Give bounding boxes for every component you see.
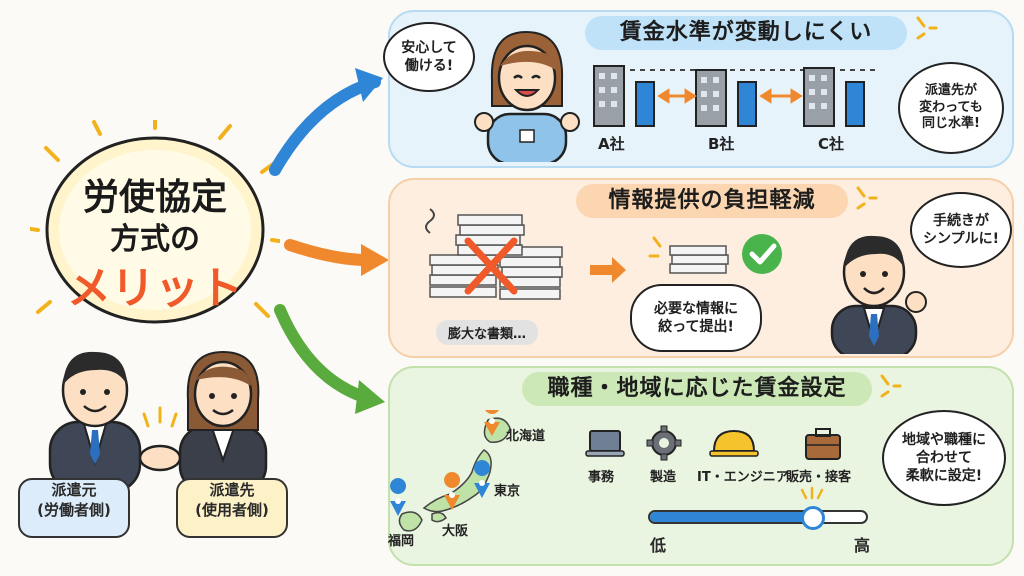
arrow-green-icon — [274, 304, 373, 404]
company-c-label: C社 — [818, 135, 845, 153]
panel2-bubble-center: 必要な情報に 絞って提出! — [630, 284, 762, 352]
party-left-label: 派遣元 (労働者側) — [18, 478, 130, 538]
region-hokkaido: 北海道 — [506, 429, 546, 444]
job-it-engineer: IT・エンジニア — [697, 470, 789, 485]
panel3-sparkle-icon — [880, 374, 902, 398]
panel3-bubble-right: 地域や職種に 合わせて 柔軟に設定! — [882, 410, 1006, 506]
arrow-green-head-icon — [355, 380, 385, 414]
region-tokyo: 東京 — [494, 484, 521, 499]
badge-background — [22, 114, 288, 324]
party-right-label: 派遣先 (使用者側) — [176, 478, 288, 538]
slider-spark-icon — [800, 486, 824, 500]
staff-woman-icon — [474, 30, 580, 162]
company-b-label: B社 — [708, 135, 735, 153]
handshake-illustration — [20, 330, 290, 494]
pin-tokyo-icon — [474, 460, 491, 498]
badge-line1: 労使協定 — [82, 177, 227, 218]
main-badge: 労使協定 方式の メリット — [22, 114, 288, 335]
businessman-icon — [830, 235, 927, 354]
job-icons — [585, 425, 841, 461]
double-arrow-icon — [657, 88, 803, 104]
briefcase-icon — [805, 428, 841, 460]
panel2-bubble-right: 手続きが シンプルに! — [910, 192, 1012, 268]
wage-slider — [648, 486, 868, 538]
gear-icon — [646, 425, 682, 461]
panel1-bubble-left: 安心して 働ける! — [383, 22, 475, 92]
helmet-icon — [709, 429, 759, 457]
panel1-bubble-right: 派遣先が 変わっても 同じ水準! — [898, 62, 1004, 154]
man-icon — [48, 351, 142, 494]
arrow-orange-head-icon — [361, 244, 389, 276]
scale-low-label: 低 — [650, 536, 667, 555]
panel2-title: 情報提供の負担軽減 — [576, 184, 848, 218]
badge-line2: 方式の — [110, 222, 200, 257]
pin-fukuoka-icon — [390, 478, 407, 516]
pin-osaka-icon — [444, 472, 461, 510]
building-c-icon — [803, 67, 865, 127]
region-osaka: 大阪 — [442, 524, 469, 539]
scale-high-label: 高 — [854, 536, 871, 555]
job-manufacturing: 製造 — [650, 470, 677, 485]
docs-label: 膨大な書類… — [436, 320, 539, 345]
arrow-blue-icon — [269, 76, 381, 176]
flow-arrows — [269, 68, 389, 414]
arrow-right-icon — [590, 257, 626, 283]
panel3-title: 職種・地域に応じた賃金設定 — [522, 372, 872, 406]
panel1-sparkle-icon — [916, 16, 938, 40]
panel1-title: 賃金水準が変動しにくい — [585, 16, 907, 50]
company-a-label: A社 — [598, 135, 625, 153]
woman-icon — [178, 350, 268, 494]
japan-map-icon — [390, 410, 511, 532]
company-buildings — [593, 65, 880, 127]
arrow-orange-icon — [284, 239, 373, 266]
arrow-blue-head-icon — [355, 68, 383, 102]
pin-hokkaido-icon — [484, 410, 500, 436]
badge-line3: メリット — [67, 263, 243, 314]
document-pile-icon — [425, 208, 563, 300]
panel2-sparkle-icon — [856, 186, 878, 210]
wage-slider-knob — [801, 506, 825, 530]
wage-slider-fill — [650, 512, 812, 522]
job-sales: 販売・接客 — [786, 470, 852, 485]
job-office: 事務 — [588, 470, 615, 485]
building-a-icon — [593, 65, 655, 127]
laptop-icon — [585, 430, 625, 457]
building-b-icon — [695, 69, 757, 127]
document-check-icon — [648, 234, 782, 274]
region-fukuoka: 福岡 — [388, 534, 415, 549]
